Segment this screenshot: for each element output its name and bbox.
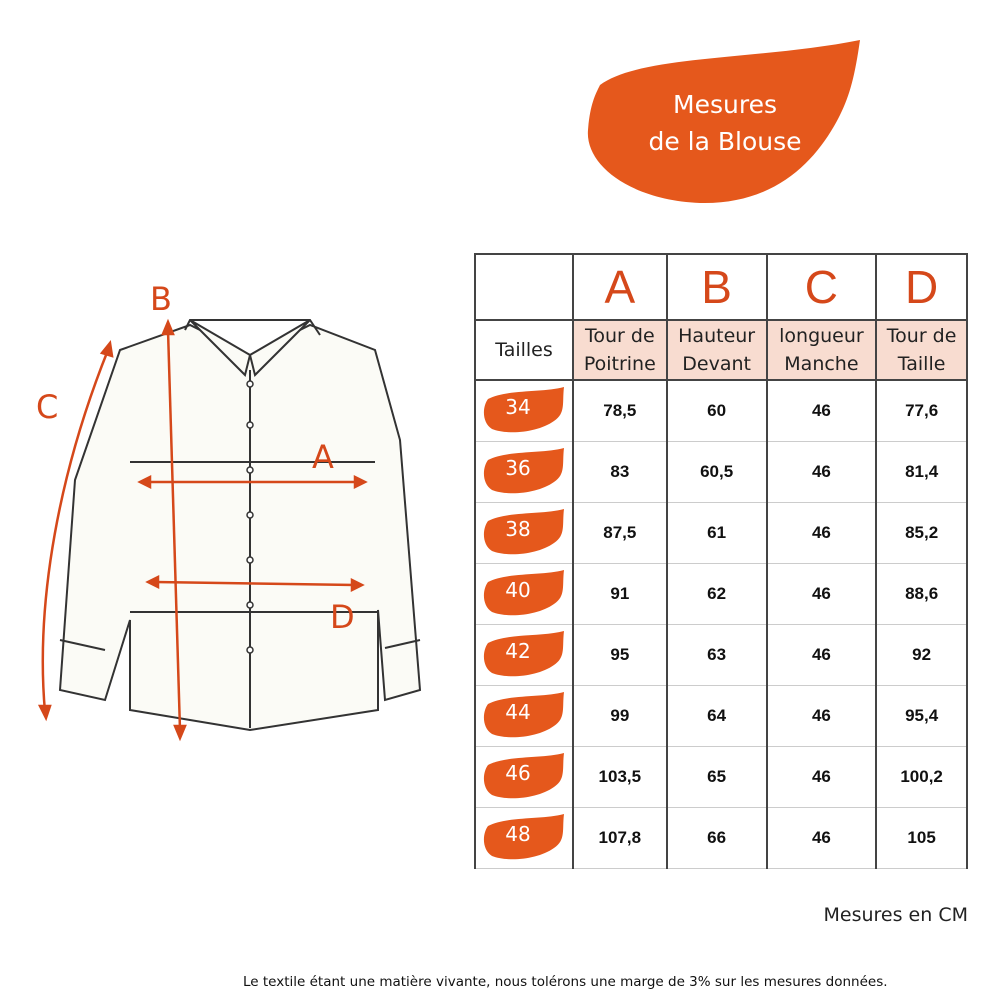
letter-d: D <box>875 253 968 321</box>
measure-cell: 60,5 <box>665 441 768 503</box>
measure-cell: 46 <box>765 746 878 808</box>
brush-badge-icon <box>483 692 564 738</box>
size-header: Tailles <box>474 319 574 381</box>
measure-cell: 60 <box>665 379 768 442</box>
measure-cell: 103,5 <box>572 746 668 808</box>
brush-badge-icon <box>483 814 564 860</box>
measure-cell: 46 <box>765 379 878 442</box>
measure-cell: 95 <box>572 624 668 686</box>
size-badge: 38 <box>474 502 574 564</box>
size-badge: 34 <box>474 379 574 442</box>
size-badge: 44 <box>474 685 574 747</box>
size-badge: 42 <box>474 624 574 686</box>
blouse-diagram: B C A D <box>36 280 422 742</box>
measure-cell: 46 <box>765 624 878 686</box>
measure-cell: 78,5 <box>572 379 668 442</box>
brush-badge-icon <box>483 387 564 433</box>
size-badge: 36 <box>474 441 574 503</box>
measure-cell: 66 <box>665 807 768 869</box>
measure-cell: 81,4 <box>875 441 968 503</box>
brush-badge-icon <box>483 753 564 799</box>
measure-cell: 87,5 <box>572 502 668 564</box>
size-badge: 46 <box>474 746 574 808</box>
measure-cell: 99 <box>572 685 668 747</box>
label-a: A <box>312 438 334 476</box>
measure-cell: 62 <box>665 563 768 625</box>
measure-cell: 107,8 <box>572 807 668 869</box>
letter-row: A B C D <box>474 253 968 321</box>
brush-badge-icon <box>483 570 564 616</box>
measure-cell: 46 <box>765 685 878 747</box>
disclaimer: Le textile étant une matière vivante, no… <box>243 974 888 990</box>
brush-badge-icon <box>483 509 564 555</box>
measure-cell: 91 <box>572 563 668 625</box>
measure-cell: 64 <box>665 685 768 747</box>
measure-cell: 85,2 <box>875 502 968 564</box>
label-d: D <box>330 598 355 636</box>
measure-cell: 46 <box>765 807 878 869</box>
label-b: B <box>150 280 172 318</box>
unit-note: Mesures en CM <box>823 904 968 926</box>
measure-cell: 46 <box>765 441 878 503</box>
measure-cell: 61 <box>665 502 768 564</box>
letter-c: C <box>765 253 878 321</box>
measure-cell: 92 <box>875 624 968 686</box>
measure-cell: 83 <box>572 441 668 503</box>
measure-cell: 100,2 <box>875 746 968 808</box>
letter-b: B <box>665 253 768 321</box>
measure-cell: 77,6 <box>875 379 968 442</box>
brush-badge-icon <box>483 448 564 494</box>
measure-cell: 65 <box>665 746 768 808</box>
title-brush-stroke <box>587 40 860 204</box>
brush-badge-icon <box>483 631 564 677</box>
label-c: C <box>36 388 58 426</box>
measure-cell: 105 <box>875 807 968 869</box>
measure-cell: 46 <box>765 502 878 564</box>
measure-cell: 46 <box>765 563 878 625</box>
measure-cell: 95,4 <box>875 685 968 747</box>
size-badge: 40 <box>474 563 574 625</box>
measure-cell: 63 <box>665 624 768 686</box>
letter-a: A <box>572 253 668 321</box>
size-badge: 48 <box>474 807 574 869</box>
measure-cell: 88,6 <box>875 563 968 625</box>
